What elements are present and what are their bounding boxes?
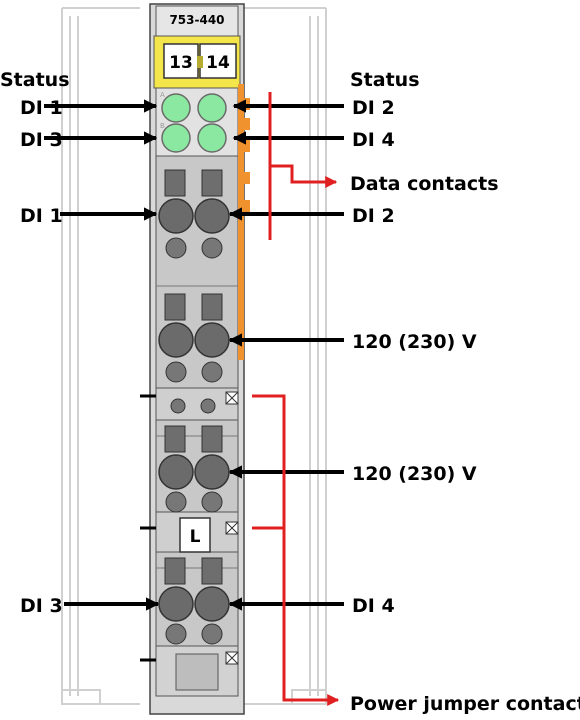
- led-di2: [197, 93, 227, 123]
- data-contacts-strip: [238, 84, 250, 360]
- red-connectors: [252, 92, 340, 706]
- led-di3-label: DI 3: [20, 129, 63, 151]
- data-contacts-arrow: [270, 164, 338, 188]
- led-letter-a: A: [160, 91, 165, 99]
- power-jumper-label: Power jumper contacts: [350, 693, 580, 715]
- screw-row: [170, 398, 216, 414]
- led-di2-label: DI 2: [352, 97, 395, 119]
- marker-plates: [163, 43, 237, 79]
- led-di4-label: DI 4: [352, 129, 395, 151]
- power-jumper-symbols: [225, 391, 239, 665]
- status-left-label: Status: [0, 69, 70, 91]
- arrows: [44, 99, 344, 611]
- voltage-1-label: 120 (230) V: [352, 331, 477, 353]
- conn-di2-label: DI 2: [352, 205, 395, 227]
- marker-left-text: 13: [169, 53, 193, 73]
- left-dashes: [140, 394, 156, 662]
- status-right-label: Status: [350, 69, 420, 91]
- terminal-block-2: [158, 293, 230, 383]
- led-di4: [197, 123, 227, 153]
- terminal-block-1: [158, 169, 230, 259]
- conn-di3-label: DI 3: [20, 595, 63, 617]
- led-di1-label: DI 1: [20, 97, 63, 119]
- led-group: [161, 93, 227, 153]
- conn-di1-label: DI 1: [20, 205, 63, 227]
- data-contacts-label: Data contacts: [350, 173, 499, 195]
- led-di3: [161, 123, 191, 153]
- marker-right-text: 14: [206, 53, 230, 73]
- l-marker-text: L: [190, 527, 201, 547]
- terminal-block-4: [158, 557, 230, 645]
- terminal-block-3: [158, 425, 230, 513]
- l-marker-box: [179, 517, 211, 553]
- led-letter-b: B: [160, 122, 165, 130]
- led-di1: [161, 93, 191, 123]
- voltage-2-label: 120 (230) V: [352, 463, 477, 485]
- housing-outline: [61, 7, 327, 705]
- conn-di4-label: DI 4: [352, 595, 395, 617]
- part-number: 753-440: [169, 13, 224, 27]
